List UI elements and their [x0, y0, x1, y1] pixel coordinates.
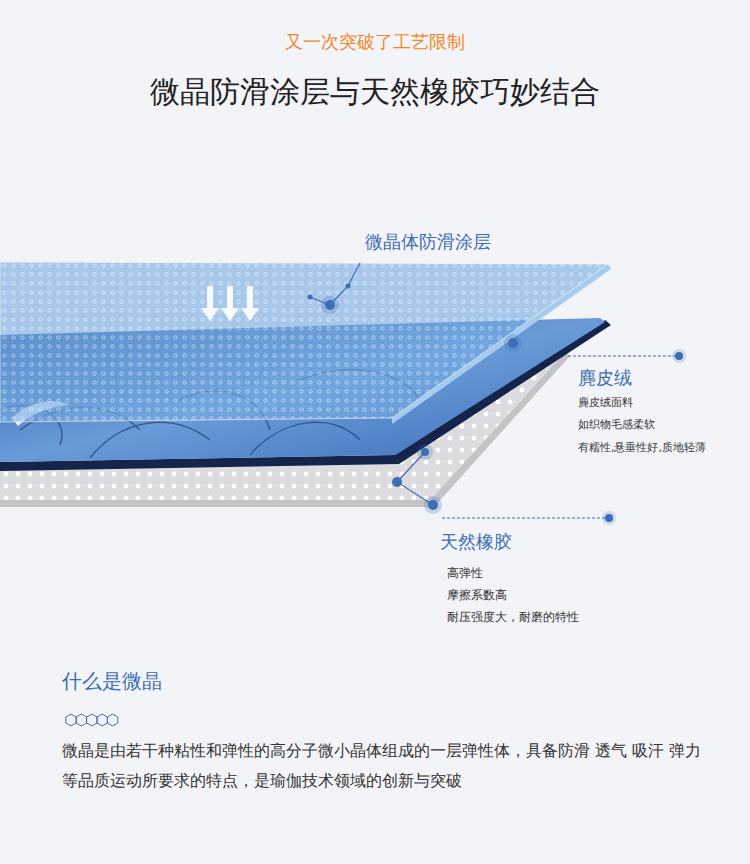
- layer-name: 麂皮绒: [578, 366, 632, 389]
- microcrystal-layer: [0, 262, 611, 424]
- down-arrow: [241, 286, 259, 321]
- leader-dot: [308, 295, 313, 300]
- hexagon-icon: [66, 714, 118, 726]
- leader-microcrystal: [308, 263, 361, 314]
- hexagon: [66, 714, 76, 726]
- layer-feature: 麂皮绒面料: [578, 396, 633, 410]
- section-heading: 什么是微晶: [62, 668, 162, 694]
- microcrystal-face: [0, 262, 608, 422]
- layer-name: 天然橡胶: [440, 530, 512, 553]
- hexagon: [76, 714, 86, 726]
- leader-dot: [325, 300, 335, 310]
- leader-dot: [421, 448, 429, 456]
- layer-feature: 耐压强度大，耐磨的特性: [447, 610, 579, 626]
- leader-suede: [504, 334, 686, 363]
- leader-halo: [424, 496, 442, 514]
- down-arrow: [221, 286, 239, 321]
- leader-halo: [672, 349, 686, 363]
- hexagon: [107, 714, 117, 726]
- main-title: 微晶防滑涂层与天然橡胶巧妙结合: [0, 72, 750, 111]
- petal-line: [90, 422, 210, 458]
- leader-dot: [508, 338, 518, 348]
- leader-dot: [346, 284, 351, 289]
- leader-dot: [428, 500, 438, 510]
- microcrystal-texture: [0, 262, 608, 422]
- layer-feature: 摩擦系数高: [447, 588, 507, 604]
- hexagon: [87, 714, 97, 726]
- layer-feature: 有糯性,悬垂性好,质地轻薄: [578, 441, 706, 455]
- leader-halo: [417, 444, 433, 460]
- layer-feature: 高弹性: [447, 566, 483, 582]
- leader-halo: [602, 511, 616, 525]
- leader-line: [568, 355, 676, 356]
- layer-name: 微晶体防滑涂层: [365, 230, 491, 253]
- press-arrows: [201, 286, 259, 321]
- petal-line: [250, 422, 360, 455]
- leader-rubber: [392, 444, 616, 525]
- hexagon: [97, 714, 107, 726]
- subtitle: 又一次突破了工艺限制: [0, 30, 750, 53]
- leader-dot: [392, 477, 402, 487]
- down-arrow: [201, 286, 219, 321]
- leader-halo: [504, 334, 522, 352]
- layer-feature: 如织物毛感柔软: [578, 418, 655, 432]
- section-body: 微晶是由若干种粘性和弹性的高分子微小晶体组成的一层弹性体，具备防滑 透气 吸汗 …: [62, 736, 702, 795]
- leader-halo: [321, 296, 339, 314]
- leader-line: [397, 452, 433, 505]
- leader-line: [442, 517, 606, 518]
